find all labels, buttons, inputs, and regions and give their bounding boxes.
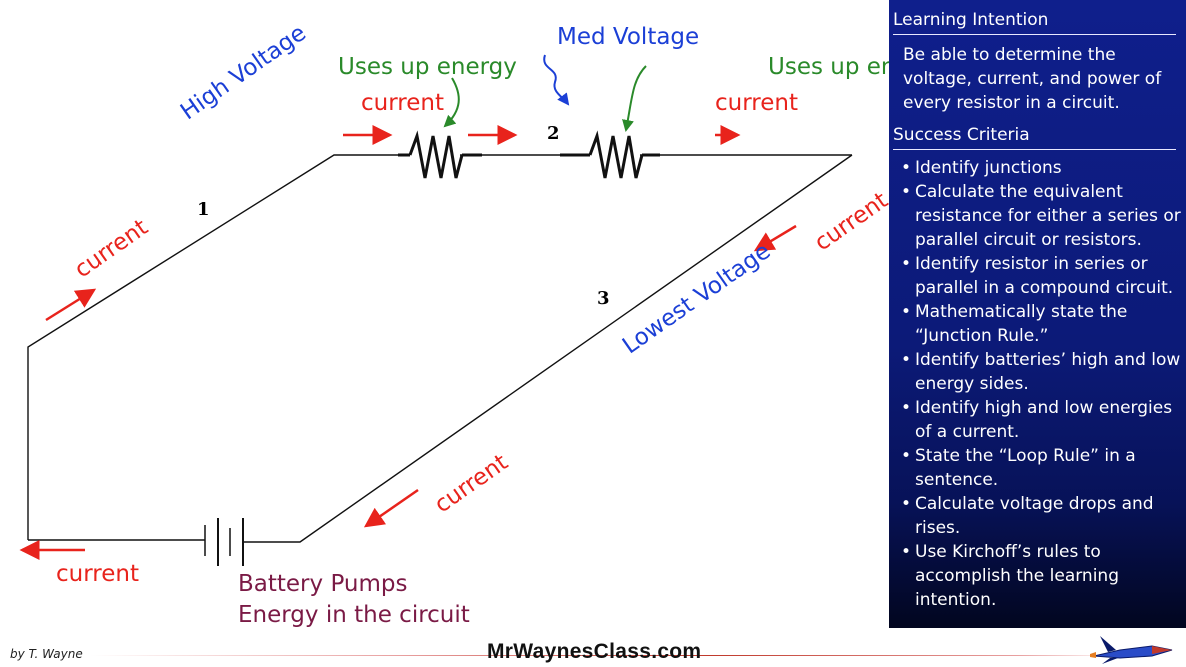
footer-divider — [90, 655, 1120, 656]
author-credit: by T. Wayne — [10, 647, 83, 661]
learning-intention-text: Be able to determine the voltage, curren… — [903, 45, 1162, 113]
divider — [893, 34, 1176, 35]
med-voltage-label: Med Voltage — [557, 24, 700, 50]
energy-arrow-1 — [443, 77, 460, 128]
voltage-arrow — [543, 54, 570, 106]
battery — [204, 518, 244, 566]
uses-energy-label-1: Uses up energy — [338, 54, 517, 80]
energy-arrow-2 — [622, 65, 647, 132]
current-label-top-left: current — [361, 90, 444, 116]
battery-label-line1: Battery Pumps — [238, 571, 408, 597]
current-arrows — [19, 125, 797, 560]
list-item: Identify batteries’ high and low energy … — [901, 348, 1182, 396]
energy-arrows — [443, 65, 647, 132]
resistor-2 — [560, 130, 660, 179]
node-1-label: 1 — [197, 199, 210, 220]
current-label-top-right: current — [715, 90, 798, 116]
arrow-right-diag — [753, 224, 797, 252]
node-3-label: 3 — [597, 288, 610, 309]
rocket-logo-icon — [1090, 636, 1173, 664]
success-criteria-heading: Success Criteria — [893, 125, 1030, 145]
list-item: Identify junctions — [901, 156, 1182, 180]
current-label-bottom-left: current — [56, 561, 139, 587]
battery-label-line2: Energy in the circuit — [238, 602, 470, 628]
circuit-wires — [27, 154, 853, 543]
node-2-label: 2 — [547, 123, 560, 144]
arrow-left-diag — [45, 288, 97, 322]
divider — [893, 149, 1176, 150]
resistor-1 — [398, 130, 482, 179]
list-item: Identify resistor in series or parallel … — [901, 252, 1182, 300]
learning-intention-heading: Learning Intention — [893, 10, 1049, 30]
list-item: Mathematically state the “Junction Rule.… — [901, 300, 1182, 348]
list-item: Calculate voltage drops and rises. — [901, 492, 1182, 540]
learning-panel: Learning Intention Be able to determine … — [889, 0, 1186, 628]
list-item: Use Kirchoff’s rules to accomplish the l… — [901, 540, 1182, 612]
list-item: Identify high and low energies of a curr… — [901, 396, 1182, 444]
arrow-bottom-diag — [363, 488, 419, 528]
list-item: State the “Loop Rule” in a sentence. — [901, 444, 1182, 492]
site-name: MrWaynesClass.com — [487, 640, 702, 663]
list-item: Calculate the equivalent resistance for … — [901, 180, 1182, 252]
criteria-list: Identify junctions Calculate the equival… — [889, 156, 1186, 612]
